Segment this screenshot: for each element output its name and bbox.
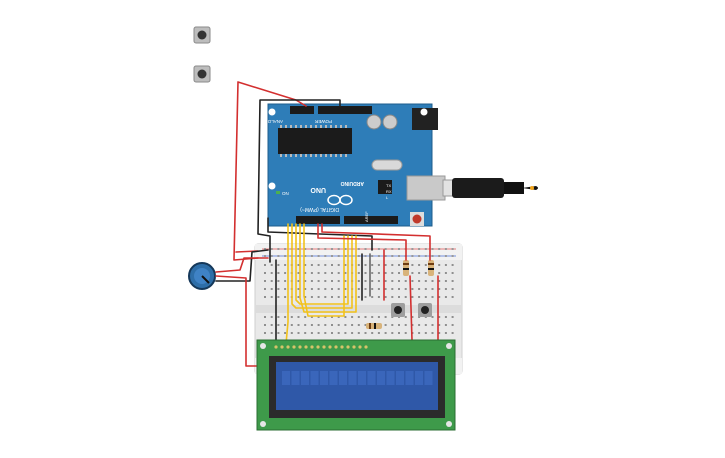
reset-button[interactable] [412, 214, 422, 224]
analog-header-label: ANALOG IN [258, 119, 283, 124]
rx-led-label: RX [386, 189, 392, 194]
on-led [276, 191, 280, 194]
lcd-screen [276, 362, 438, 410]
power-header-label: POWER [314, 119, 332, 124]
breadboard-button-2[interactable] [418, 303, 432, 317]
aref-label: AREF [364, 211, 369, 222]
push-button-2[interactable] [193, 65, 211, 83]
microcontroller-chip [278, 128, 352, 154]
crystal [371, 159, 403, 171]
tx-led-label: TX [386, 183, 391, 188]
ioref-label: IOREF [300, 100, 311, 104]
arduino-logo-icon [327, 194, 353, 206]
capacitor [366, 114, 382, 130]
resistor-2[interactable] [428, 260, 434, 276]
uno-label: UNO [310, 186, 326, 193]
lcd-character-cells [282, 371, 433, 385]
chip-pins [280, 125, 347, 157]
on-led-label: ON [282, 191, 289, 196]
arduino-uno-board[interactable]: ANALOG IN POWER DIGITAL (PWM~) UNO ARDUI… [258, 100, 446, 227]
push-button-1[interactable] [193, 26, 211, 44]
arduino-brand-label: ARDUINO [341, 180, 364, 186]
usb-port [406, 175, 446, 201]
l-led-label: L [386, 195, 389, 200]
breadboard-button-1[interactable] [391, 303, 405, 317]
resistor-1[interactable] [403, 260, 409, 276]
usb-cable-icon[interactable] [442, 178, 538, 198]
lcd-pin-header [274, 345, 368, 349]
digital-header-label: DIGITAL (PWM~) [300, 206, 339, 212]
wires [215, 81, 439, 367]
capacitor [382, 114, 398, 130]
resistor-3[interactable] [366, 323, 382, 329]
lcd-16x2-module[interactable] [256, 339, 456, 431]
power-jack [412, 108, 438, 130]
potentiometer-icon[interactable] [188, 262, 216, 290]
